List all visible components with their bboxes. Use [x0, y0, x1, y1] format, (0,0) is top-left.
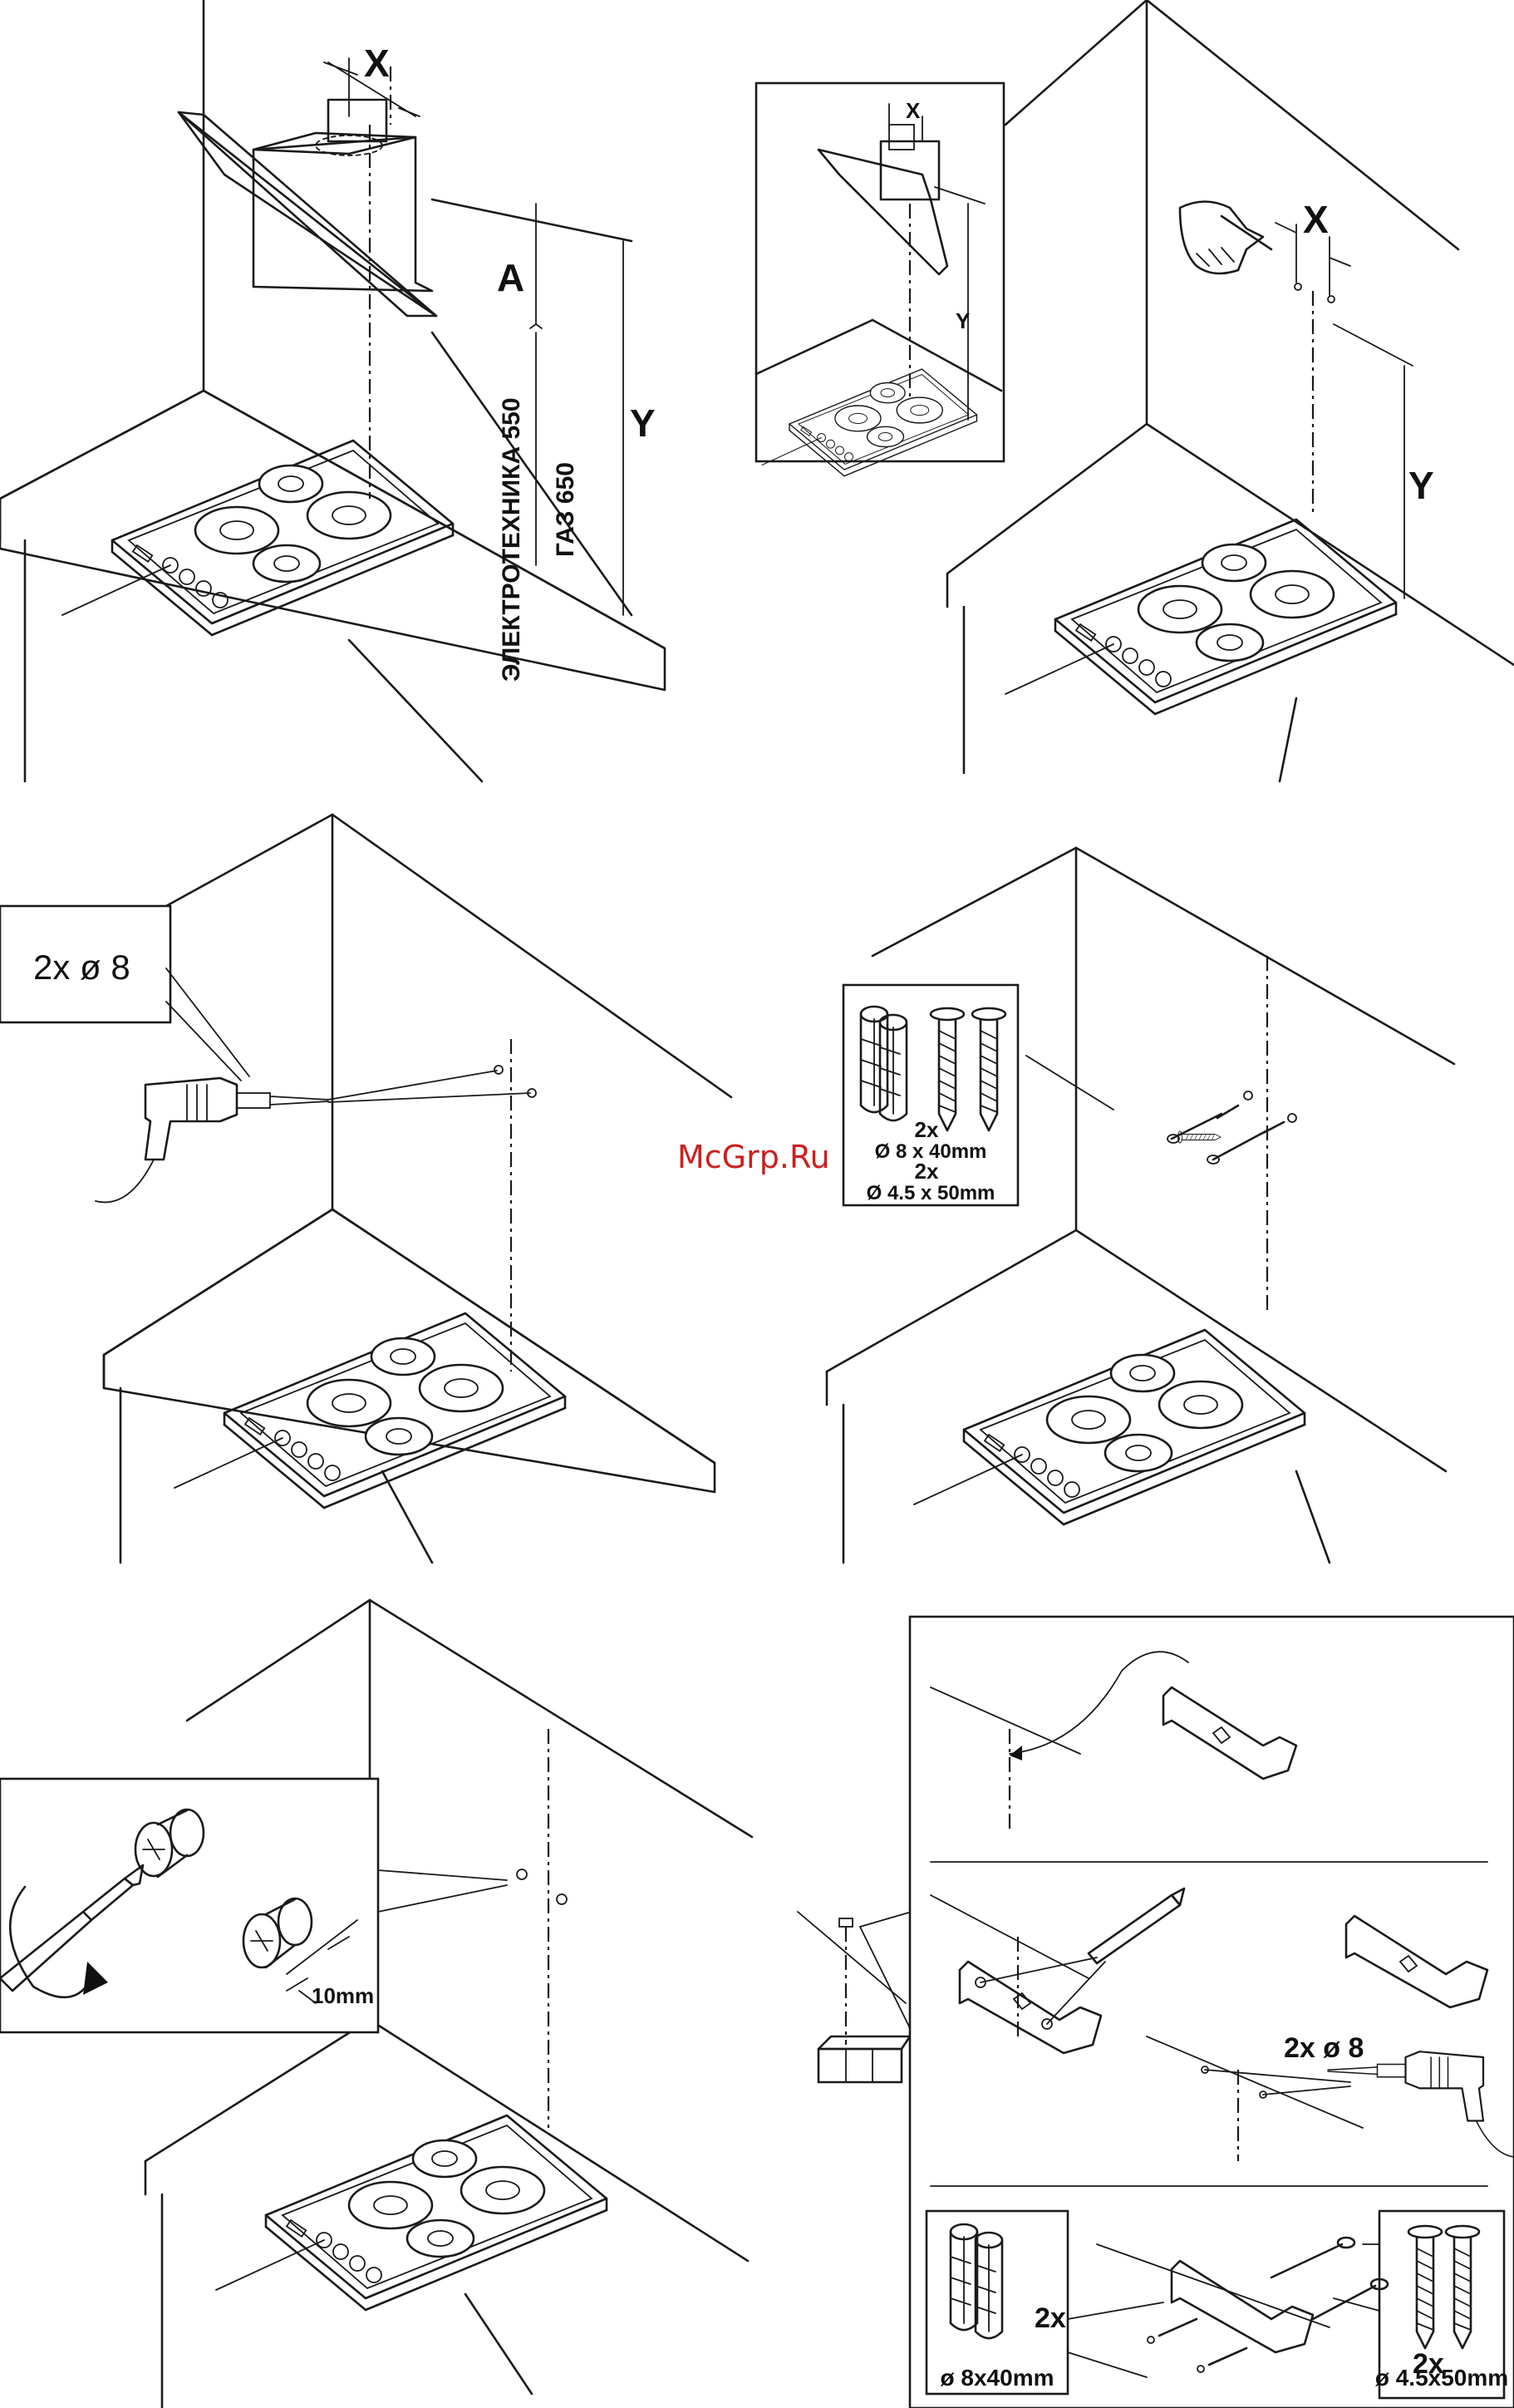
- step1-electric-label: ЭЛЕКТРОТЕХНИКА 550: [498, 397, 525, 682]
- step4-qty-b: 2x: [915, 1159, 939, 1184]
- step2-inset-x-label: X: [906, 98, 921, 123]
- step4-qty-a: 2x: [915, 1117, 939, 1142]
- step6-drill-callout: 2x ø 8: [1284, 2032, 1364, 2064]
- step1-gas-label: ГАЗ 650: [552, 462, 579, 557]
- step2-inset-box: [756, 83, 1004, 461]
- step1-y-label: Y: [630, 401, 656, 445]
- step2-marking: X Y X Y: [756, 0, 1514, 781]
- step6-bracket: 2x ø 8 ø 8x40mm 2x ø 4.5x50mm 2x: [798, 1617, 1514, 2408]
- step2-x-label: X: [1303, 198, 1329, 241]
- step1-hood-dimensions: X A Y ЭЛЕКТРОТЕХНИКА 550 ГАЗ 650: [0, 0, 665, 781]
- cooker-hood-icon: [179, 100, 436, 316]
- step4-plugs-screws: 2x Ø 8 x 40mm 2x Ø 4.5 x 50mm: [827, 848, 1454, 1563]
- step6-plug-size: ø 8x40mm: [941, 2365, 1054, 2391]
- step1-a-label: A: [497, 256, 524, 299]
- step2-y-label: Y: [1408, 464, 1434, 507]
- step6-qty-screws: 2x: [1413, 2348, 1444, 2380]
- step3-drill-callout: 2x ø 8: [33, 948, 130, 987]
- step4-screw-size: Ø 4.5 x 50mm: [867, 1182, 995, 1204]
- drill-icon: [96, 1078, 328, 1202]
- step1-x-label: X: [364, 42, 390, 85]
- watermark: McGrp.Ru: [677, 1139, 830, 1175]
- step2-inset-y-label: Y: [956, 308, 970, 333]
- hand-pencil-icon: [1180, 202, 1271, 274]
- step5-gap-label: 10mm: [312, 1983, 374, 2008]
- step3-drilling: 2x ø 8: [0, 815, 731, 1563]
- step5-screw-in: 10mm: [0, 1600, 752, 2408]
- step6-qty-plugs: 2x: [1035, 2302, 1066, 2334]
